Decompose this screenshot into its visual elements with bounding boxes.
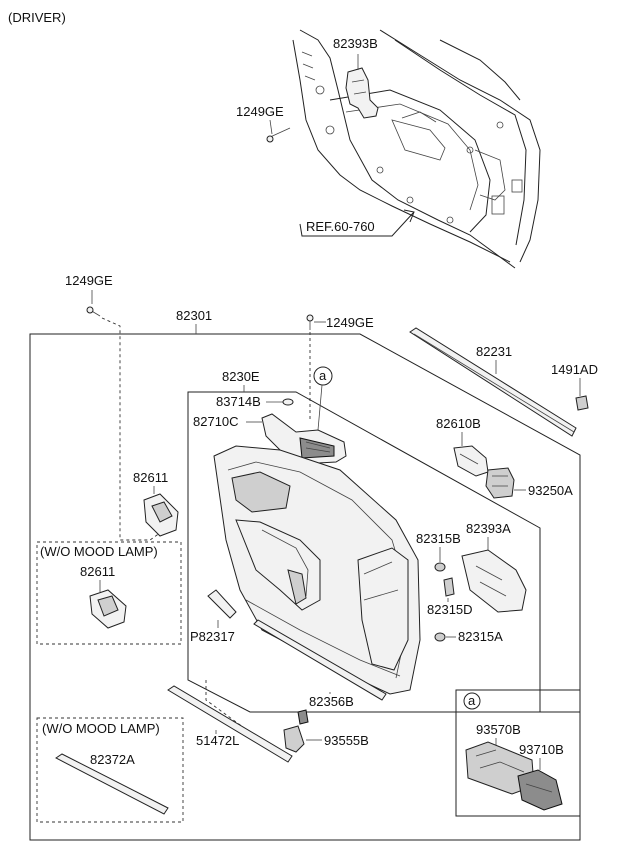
callout-93710B: 93710B [519, 742, 564, 757]
part-93555B-switch [283, 709, 309, 753]
callout-82315B: 82315B [416, 531, 461, 546]
callout-82372A: 82372A [90, 752, 135, 767]
callout-82301: 82301 [176, 308, 212, 323]
screw-1249GE-mid [306, 314, 314, 330]
part-82393B-bracket [345, 67, 379, 119]
callout-93555B: 93555B [324, 733, 369, 748]
part-P82317-garnish [207, 589, 237, 619]
callout-93250A: 93250A [528, 483, 573, 498]
callout-93570B: 93570B [476, 722, 521, 737]
svg-text:a: a [319, 368, 327, 383]
part-82315B-clip [434, 562, 446, 572]
part-82231-weatherstrip [409, 327, 577, 437]
door-trim-panel [213, 445, 421, 695]
part-82356B-moulding [253, 619, 387, 701]
callout-82315D: 82315D [427, 602, 473, 617]
part-83714B-cap [282, 398, 294, 406]
part-82393A-bracket [461, 549, 527, 613]
reference-callout: REF.60-760 [299, 209, 415, 237]
svg-text:a: a [468, 693, 476, 708]
reference-label: REF.60-760 [306, 219, 375, 234]
callout-51472L: 51472L [196, 733, 239, 748]
note-wo-mood-lamp-1: (W/O MOOD LAMP) [40, 544, 158, 559]
callout-1491AD: 1491AD [551, 362, 598, 377]
callout-82610B: 82610B [436, 416, 481, 431]
callout-1249GE-top: 1249GE [236, 104, 284, 119]
door-frame-illustration [292, 29, 541, 269]
variant-box-wo-mood-lamp-2: (W/O MOOD LAMP) 82372A [36, 717, 184, 823]
part-51472L-strip [167, 685, 293, 763]
part-82315D-clip [443, 577, 455, 597]
part-82610B-handle-bracket [453, 445, 489, 477]
inset-detail-a: a 93570B 93710B [455, 689, 581, 817]
callout-82231: 82231 [476, 344, 512, 359]
callout-82315A: 82315A [458, 629, 503, 644]
callout-82393B: 82393B [333, 36, 378, 51]
callout-82356B: 82356B [309, 694, 354, 709]
callout-82393A: 82393A [466, 521, 511, 536]
part-82611-lamp [143, 493, 179, 537]
callout-82611: 82611 [133, 470, 168, 485]
part-93250A-switch [485, 467, 515, 499]
marker-a-main: a [313, 366, 333, 431]
part-82315A-clip [434, 632, 446, 642]
callout-82710C: 82710C [193, 414, 239, 429]
variant-box-wo-mood-lamp-1: (W/O MOOD LAMP) 82611 [36, 541, 182, 645]
note-wo-mood-lamp-2: (W/O MOOD LAMP) [42, 721, 160, 736]
callout-1249GE-left: 1249GE [65, 273, 113, 288]
callout-P82317: P82317 [190, 629, 235, 644]
callout-8230E: 8230E [222, 369, 260, 384]
screw-1249GE-left [86, 306, 101, 317]
callout-82611-mood: 82611 [80, 564, 115, 579]
diagram-title: (DRIVER) [8, 10, 66, 25]
assembly-outline-82301 [29, 333, 581, 841]
screw-1249GE-top [266, 127, 291, 143]
callout-1249GE-mid: 1249GE [326, 315, 374, 330]
callout-83714B: 83714B [216, 394, 261, 409]
part-1491AD-clip [575, 395, 589, 411]
